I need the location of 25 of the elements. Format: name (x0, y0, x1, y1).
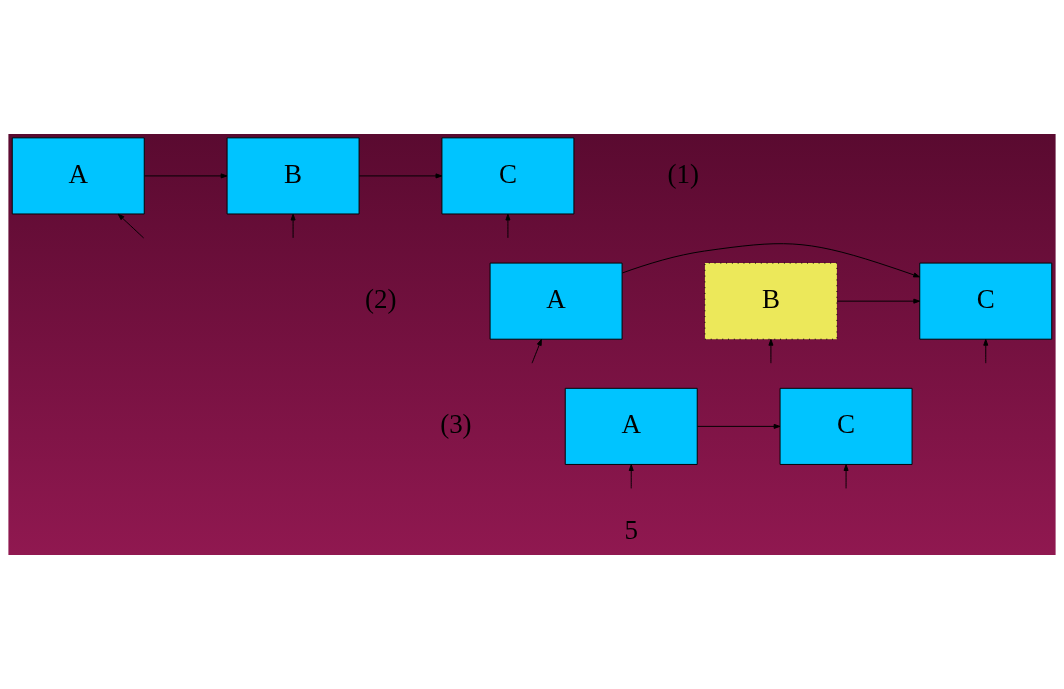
arrow (117, 213, 145, 239)
arrow (843, 464, 849, 489)
label: 5 (624, 515, 638, 546)
arrow (144, 173, 228, 179)
node-box: C (919, 262, 1053, 340)
arrow (621, 243, 920, 278)
label: (3) (440, 409, 472, 440)
label: (2) (365, 283, 397, 314)
arrow (983, 338, 989, 364)
label: (1) (667, 158, 699, 189)
arrow (531, 338, 542, 364)
node-box: B (704, 262, 838, 340)
arrow (768, 338, 774, 364)
arrow (836, 298, 921, 304)
node-box: A (11, 137, 145, 215)
node-box: A (564, 387, 698, 465)
arrow (290, 213, 296, 239)
node-box: B (226, 137, 360, 215)
arrow (505, 213, 511, 239)
arrow (628, 464, 634, 489)
arrow (358, 173, 443, 179)
node-box: A (489, 262, 623, 340)
arrow (697, 423, 781, 429)
node-box: C (441, 137, 575, 215)
node-box: C (779, 387, 913, 465)
